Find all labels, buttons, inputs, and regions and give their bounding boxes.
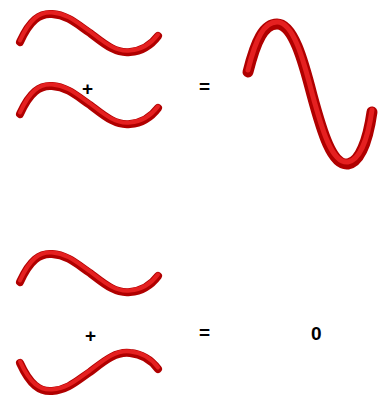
plus-sign: + [85,326,96,345]
zero-result: 0 [311,324,322,343]
equals-sign: = [199,77,210,96]
plus-sign: + [82,79,93,98]
wave-inverted [20,351,158,391]
sum-wave [248,22,372,164]
equals-sign: = [199,323,210,342]
wave-c [20,252,158,292]
wave-a [20,12,158,52]
